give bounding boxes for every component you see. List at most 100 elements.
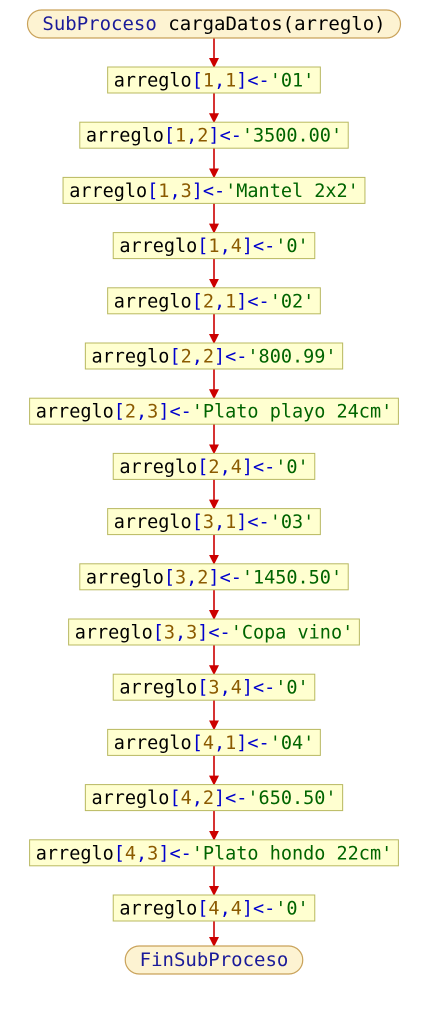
close-bracket: ] — [158, 843, 169, 864]
assignment-box — [107, 508, 321, 536]
assign-operator: <- — [247, 512, 269, 533]
assignment-box — [112, 232, 316, 260]
assign-operator: <- — [253, 457, 275, 478]
string-literal: '0' — [275, 236, 308, 257]
column-index: 3 — [147, 843, 158, 864]
start-terminal-shape — [26, 9, 402, 39]
open-bracket: [ — [114, 402, 125, 423]
index-separator: , — [220, 236, 231, 257]
close-bracket: ] — [242, 457, 253, 478]
open-bracket: [ — [169, 347, 180, 368]
assignment-text: arreglo[4,4]<-'0' — [119, 899, 308, 920]
string-literal: '01' — [270, 71, 315, 92]
array-identifier: arreglo — [69, 181, 147, 202]
array-identifier: arreglo — [86, 126, 164, 147]
assignment-text: arreglo[2,3]<-'Plato playo 24cm' — [36, 402, 392, 423]
column-index: 4 — [231, 678, 242, 699]
array-identifier: arreglo — [91, 347, 169, 368]
assignment-node: arreglo[1,3]<-'Mantel 2x2' — [62, 176, 366, 204]
assign-operator: <- — [169, 843, 191, 864]
index-separator: , — [214, 71, 225, 92]
array-identifier: arreglo — [86, 567, 164, 588]
start-terminal-label: SubProceso cargaDatos(arreglo) — [42, 13, 385, 35]
assign-operator: <- — [169, 402, 191, 423]
row-index: 3 — [164, 623, 175, 644]
close-bracket: ] — [158, 402, 169, 423]
string-literal: '1450.50' — [242, 567, 342, 588]
string-literal: '0' — [275, 457, 308, 478]
assign-operator: <- — [253, 678, 275, 699]
row-index: 4 — [208, 899, 219, 920]
string-literal: '650.50' — [247, 788, 336, 809]
column-index: 4 — [231, 236, 242, 257]
assignment-node: arreglo[1,4]<-'0' — [112, 232, 316, 260]
assignment-node: arreglo[1,1]<-'01' — [107, 66, 321, 94]
assignment-box — [62, 176, 366, 204]
assignment-box — [107, 287, 321, 315]
assignment-box — [68, 618, 360, 646]
close-bracket: ] — [242, 678, 253, 699]
open-bracket: [ — [192, 71, 203, 92]
array-identifier: arreglo — [114, 71, 192, 92]
open-bracket: [ — [164, 126, 175, 147]
index-separator: , — [214, 291, 225, 312]
end-terminal-shape — [124, 945, 304, 975]
assignment-text: arreglo[3,3]<-'Copa vino' — [75, 623, 353, 644]
column-index: 3 — [181, 181, 192, 202]
column-index: 3 — [147, 402, 158, 423]
assignment-node: arreglo[4,1]<-'04' — [107, 728, 321, 756]
assignment-box — [112, 673, 316, 701]
close-bracket: ] — [208, 567, 219, 588]
string-literal: '02' — [270, 291, 315, 312]
close-bracket: ] — [242, 899, 253, 920]
index-separator: , — [220, 899, 231, 920]
assignment-text: arreglo[3,2]<-'1450.50' — [86, 567, 342, 588]
open-bracket: [ — [169, 788, 180, 809]
column-index: 3 — [186, 623, 197, 644]
assignment-nodes: arreglo[1,1]<-'01'arreglo[1,2]<-'3500.00… — [29, 66, 399, 922]
assignment-node: arreglo[4,3]<-'Plato hondo 22cm' — [29, 839, 399, 867]
assignment-box — [107, 728, 321, 756]
subproceso-keyword: SubProceso — [42, 13, 156, 35]
assignment-node: arreglo[2,2]<-'800.99' — [84, 342, 344, 370]
open-bracket: [ — [192, 512, 203, 533]
array-identifier: arreglo — [119, 678, 197, 699]
open-bracket: [ — [197, 457, 208, 478]
array-identifier: arreglo — [36, 402, 114, 423]
assignment-text: arreglo[2,1]<-'02' — [114, 291, 315, 312]
assign-operator: <- — [208, 623, 230, 644]
assignment-box — [29, 839, 399, 867]
column-index: 2 — [197, 567, 208, 588]
assignment-text: arreglo[3,1]<-'03' — [114, 512, 315, 533]
row-index: 3 — [175, 567, 186, 588]
column-index: 2 — [203, 347, 214, 368]
array-identifier: arreglo — [114, 733, 192, 754]
close-bracket: ] — [208, 126, 219, 147]
assign-operator: <- — [220, 126, 242, 147]
assignment-box — [29, 397, 399, 425]
close-bracket: ] — [236, 733, 247, 754]
close-bracket: ] — [214, 788, 225, 809]
assignment-node: arreglo[2,4]<-'0' — [112, 452, 316, 480]
end-terminal: FinSubProceso — [124, 945, 304, 975]
array-identifier: arreglo — [75, 623, 153, 644]
open-bracket: [ — [153, 623, 164, 644]
assignment-text: arreglo[2,2]<-'800.99' — [91, 347, 336, 368]
row-index: 3 — [203, 512, 214, 533]
assign-operator: <- — [203, 181, 225, 202]
assignment-text: arreglo[1,1]<-'01' — [114, 71, 315, 92]
row-index: 2 — [208, 457, 219, 478]
index-separator: , — [214, 512, 225, 533]
string-literal: '800.99' — [247, 347, 336, 368]
row-index: 4 — [125, 843, 136, 864]
end-terminal-label: FinSubProceso — [140, 949, 289, 971]
assignment-text: arreglo[4,1]<-'04' — [114, 733, 315, 754]
function-signature: cargaDatos(arreglo) — [168, 13, 385, 35]
row-index: 2 — [181, 347, 192, 368]
array-identifier: arreglo — [114, 291, 192, 312]
assignment-box — [84, 784, 344, 812]
open-bracket: [ — [197, 899, 208, 920]
array-identifier: arreglo — [36, 843, 114, 864]
assignment-node: arreglo[4,2]<-'650.50' — [84, 784, 344, 812]
